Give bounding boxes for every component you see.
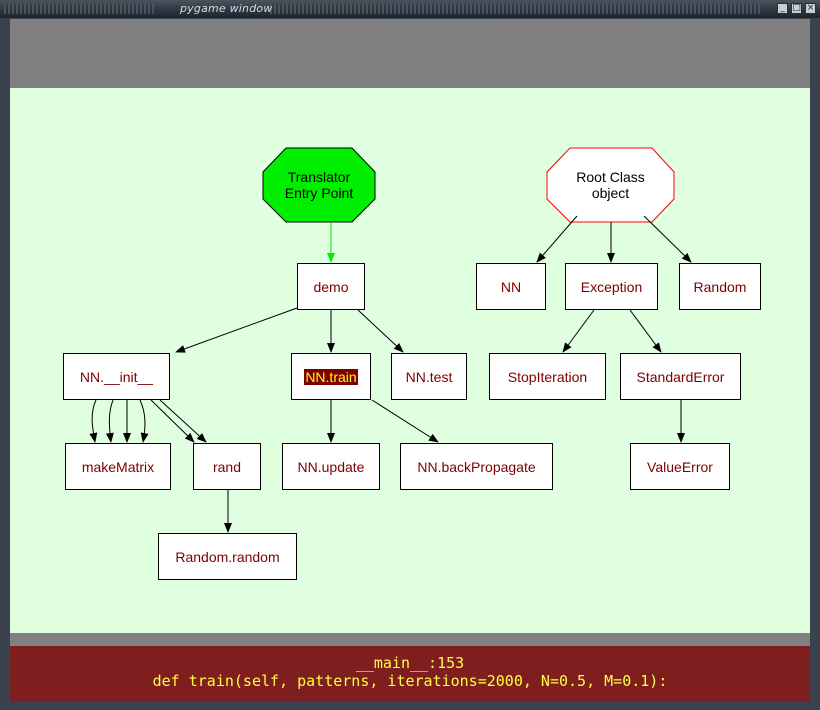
edge-exception-stopiteration [562, 309, 595, 353]
node-nn-init[interactable]: NN.__init__ [63, 353, 170, 400]
node-nn-update[interactable]: NN.update [282, 443, 380, 490]
edge-init-makematrix-4 [139, 399, 149, 443]
source-line: def train(self, patterns, iterations=200… [152, 672, 668, 690]
edge-root-nn [536, 215, 578, 263]
edge-root-random [643, 215, 692, 263]
edge-train-backprop [371, 399, 439, 443]
titlebar-grip-right [270, 4, 760, 14]
root-class-line2: object [591, 185, 630, 201]
node-makematrix[interactable]: makeMatrix [65, 443, 171, 490]
node-random-random[interactable]: Random.random [158, 533, 297, 580]
minimize-button[interactable]: _ [777, 3, 788, 14]
call-graph-area[interactable]: Translator Entry Point Root Class object… [10, 88, 810, 633]
entry-point-line2: Entry Point [284, 185, 354, 201]
node-demo[interactable]: demo [297, 263, 365, 310]
edge-init-makematrix-2 [105, 399, 114, 443]
edge-demo-test [357, 309, 404, 353]
root-class-label[interactable]: Root Class object [547, 169, 674, 201]
node-nn[interactable]: NN [476, 263, 546, 310]
node-valueerror[interactable]: ValueError [630, 443, 730, 490]
titlebar-grip-left [4, 4, 154, 14]
node-standarderror[interactable]: StandardError [620, 353, 741, 400]
source-location: __main__:153 [355, 654, 465, 672]
entry-point-shape[interactable] [262, 147, 376, 223]
entry-point-label[interactable]: Translator Entry Point [263, 169, 375, 201]
edge-init-rand-2 [159, 399, 207, 443]
node-exception[interactable]: Exception [565, 263, 658, 310]
edge-init-makematrix-1 [89, 399, 98, 443]
maximize-button[interactable]: □ [791, 3, 802, 14]
pygame-canvas[interactable]: Translator Entry Point Root Class object… [10, 19, 810, 702]
window-title: pygame window [180, 2, 273, 15]
node-nn-train-label: NN.train [304, 368, 358, 385]
node-rand[interactable]: rand [193, 443, 261, 490]
node-nn-backpropagate[interactable]: NN.backPropagate [400, 443, 553, 490]
node-nn-test[interactable]: NN.test [391, 353, 467, 400]
edge-exception-standarderror [629, 309, 662, 353]
source-status-bar: __main__:153 def train(self, patterns, i… [10, 646, 810, 702]
node-random[interactable]: Random [679, 263, 761, 310]
window-titlebar[interactable]: pygame window _ □ × [0, 0, 820, 19]
entry-point-line1: Translator [287, 169, 351, 185]
edge-demo-init [175, 307, 298, 353]
edge-init-rand-1 [150, 399, 195, 443]
root-class-line1: Root Class [576, 169, 645, 185]
close-button[interactable]: × [805, 3, 816, 14]
graph-edges [89, 147, 692, 533]
node-nn-train[interactable]: NN.train [291, 353, 371, 400]
root-class-shape[interactable] [546, 147, 675, 223]
node-stopiteration[interactable]: StopIteration [489, 353, 606, 400]
